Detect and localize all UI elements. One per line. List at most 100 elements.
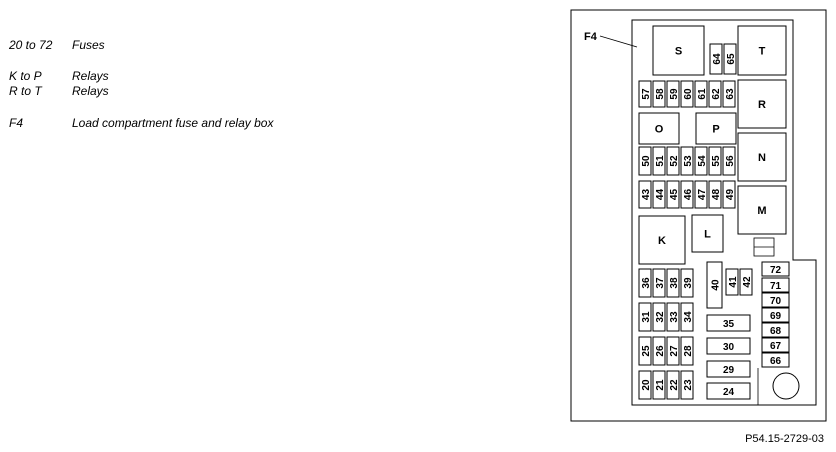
fuse-37 bbox=[652, 268, 666, 298]
fuse-48 bbox=[708, 180, 722, 209]
fuse-67 bbox=[761, 337, 790, 353]
legend-desc: Fuses bbox=[72, 38, 105, 52]
fuse-36 bbox=[638, 268, 652, 298]
fuse-label-47: 47 bbox=[697, 189, 708, 201]
fuse-label-32: 32 bbox=[655, 311, 666, 323]
fuse-label-71: 71 bbox=[770, 281, 782, 292]
fuse-label-67: 67 bbox=[770, 341, 782, 352]
fuse-label-53: 53 bbox=[683, 155, 694, 167]
fuse-label-57: 57 bbox=[641, 88, 652, 100]
fuse-label-65: 65 bbox=[726, 53, 737, 65]
fuse-26 bbox=[652, 336, 666, 366]
relay-label-r: R bbox=[758, 99, 766, 111]
relay-label-p: P bbox=[712, 124, 719, 136]
fuse-label-43: 43 bbox=[641, 189, 652, 201]
legend-key: R to T bbox=[9, 84, 42, 98]
fuse-label-25: 25 bbox=[641, 345, 652, 357]
fuse-23 bbox=[680, 370, 694, 400]
fuse-label-60: 60 bbox=[683, 88, 694, 100]
fuse-label-52: 52 bbox=[669, 155, 680, 167]
legend-desc: Relays bbox=[72, 84, 109, 98]
fuse-label-59: 59 bbox=[669, 88, 680, 100]
fuse-52 bbox=[666, 146, 680, 176]
fuse-63 bbox=[722, 80, 736, 108]
fuse-label-56: 56 bbox=[725, 155, 736, 167]
fuse-66 bbox=[761, 352, 790, 368]
fuse-label-50: 50 bbox=[641, 155, 652, 167]
fuse-label-46: 46 bbox=[683, 189, 694, 201]
diagram-frame bbox=[570, 9, 827, 422]
fuse-label-72: 72 bbox=[770, 265, 782, 276]
relay-p bbox=[695, 112, 737, 145]
fuse-35 bbox=[706, 314, 751, 332]
fuse-label-22: 22 bbox=[669, 379, 680, 391]
fuse-label-68: 68 bbox=[770, 326, 782, 337]
fuse-39 bbox=[680, 268, 694, 298]
fuse-70 bbox=[761, 292, 790, 308]
fuse-25 bbox=[638, 336, 652, 366]
fuse-33 bbox=[666, 302, 680, 332]
fuse-label-64: 64 bbox=[712, 53, 723, 65]
fuse-58 bbox=[652, 80, 666, 108]
relay-s bbox=[652, 25, 705, 76]
fuse-label-29: 29 bbox=[723, 365, 735, 376]
fuse-21 bbox=[652, 370, 666, 400]
fuse-label-33: 33 bbox=[669, 311, 680, 323]
fuse-40 bbox=[706, 261, 723, 309]
mounting-hole bbox=[772, 372, 800, 400]
fuse-label-54: 54 bbox=[697, 155, 708, 167]
legend-key: K to P bbox=[9, 69, 42, 83]
fuse-label-26: 26 bbox=[655, 345, 666, 357]
fuse-label-20: 20 bbox=[641, 379, 652, 391]
fuse-label-70: 70 bbox=[770, 296, 782, 307]
fuse-47 bbox=[694, 180, 708, 209]
fuse-label-24: 24 bbox=[723, 387, 735, 398]
fuse-53 bbox=[680, 146, 694, 176]
relay-label-k: K bbox=[658, 235, 666, 247]
fuse-51 bbox=[652, 146, 666, 176]
fuse-28 bbox=[680, 336, 694, 366]
fuse-20 bbox=[638, 370, 652, 400]
fuse-label-37: 37 bbox=[655, 277, 666, 289]
fuse-label-45: 45 bbox=[669, 189, 680, 201]
fuse-55 bbox=[708, 146, 722, 176]
fuse-label-39: 39 bbox=[683, 277, 694, 289]
fuse-label-40: 40 bbox=[711, 279, 722, 291]
fuse-label-35: 35 bbox=[723, 319, 735, 330]
fuse-44 bbox=[652, 180, 666, 209]
legend-desc: Relays bbox=[72, 69, 109, 83]
relay-o bbox=[638, 112, 680, 145]
relay-n bbox=[737, 132, 787, 182]
fuse-62 bbox=[708, 80, 722, 108]
fuse-42 bbox=[739, 268, 753, 296]
legend-desc: Load compartment fuse and relay box bbox=[72, 116, 274, 130]
fuse-label-44: 44 bbox=[655, 189, 666, 201]
fuse-label-61: 61 bbox=[697, 88, 708, 100]
relay-l bbox=[691, 214, 724, 253]
relay-r bbox=[737, 79, 787, 129]
fuse-49 bbox=[722, 180, 736, 209]
fuse-54 bbox=[694, 146, 708, 176]
fuse-56 bbox=[722, 146, 736, 176]
fuse-45 bbox=[666, 180, 680, 209]
fuse-label-42: 42 bbox=[742, 276, 753, 288]
fuse-label-36: 36 bbox=[641, 277, 652, 289]
fuse-label-48: 48 bbox=[711, 189, 722, 201]
fuse-61 bbox=[694, 80, 708, 108]
fuse-label-28: 28 bbox=[683, 345, 694, 357]
fuse-29 bbox=[706, 360, 751, 378]
fuse-38 bbox=[666, 268, 680, 298]
fuse-box-outline bbox=[631, 19, 817, 406]
fuse-label-62: 62 bbox=[711, 88, 722, 100]
fuse-22 bbox=[666, 370, 680, 400]
relay-label-l: L bbox=[704, 229, 711, 241]
fuse-label-41: 41 bbox=[728, 276, 739, 288]
f4-callout-line bbox=[599, 35, 638, 48]
fuse-label-63: 63 bbox=[725, 88, 736, 100]
fuse-71 bbox=[761, 277, 790, 293]
fuse-59 bbox=[666, 80, 680, 108]
fuse-64 bbox=[709, 43, 723, 75]
fuse-60 bbox=[680, 80, 694, 108]
